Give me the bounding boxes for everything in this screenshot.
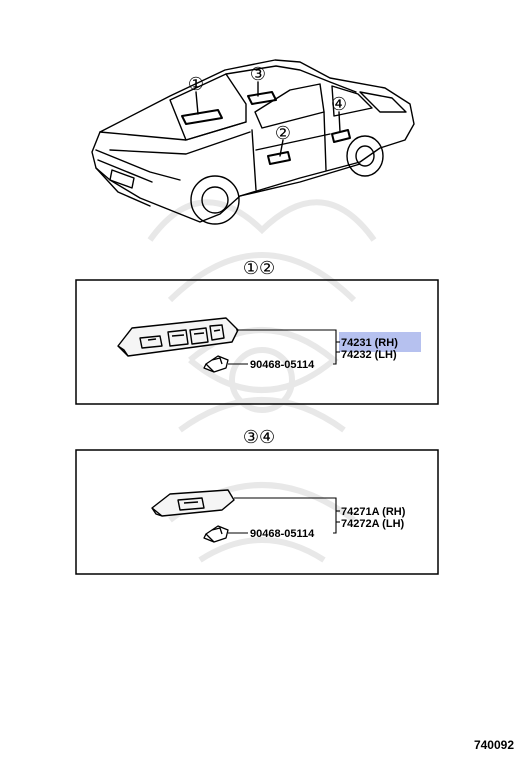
section-a-frame xyxy=(75,279,439,405)
part-number-74231-rh[interactable]: 74231 (RH) xyxy=(341,337,398,349)
section-b-frame xyxy=(75,449,439,575)
power-window-switch-illustration xyxy=(151,489,235,517)
callout-3: ③ xyxy=(250,64,266,85)
section-a-heading: ①② xyxy=(243,258,275,279)
section-b-leader-lines xyxy=(228,497,340,534)
part-number-74272a-lh[interactable]: 74272A (LH) xyxy=(341,518,405,530)
callout-2: ② xyxy=(275,123,291,144)
clip-illustration xyxy=(203,355,229,373)
part-number-clip-a[interactable]: 90468-05114 xyxy=(250,359,315,371)
callout-4: ④ xyxy=(331,94,347,115)
callout-1: ① xyxy=(188,74,204,95)
car-overview-illustration xyxy=(91,59,415,225)
section-b-heading: ③④ xyxy=(243,427,275,448)
part-number-clip-b[interactable]: 90468-05114 xyxy=(250,528,315,540)
part-number-74232-lh[interactable]: 74232 (LH) xyxy=(341,349,397,361)
part-number-74271a-rh[interactable]: 74271A (RH) xyxy=(341,506,406,518)
selected-part-highlight xyxy=(339,332,421,352)
section-a-leader-lines xyxy=(228,329,340,365)
clip-illustration-b xyxy=(203,525,229,543)
power-window-master-switch-illustration xyxy=(117,317,239,357)
diagram-code: 740092 xyxy=(474,738,514,752)
